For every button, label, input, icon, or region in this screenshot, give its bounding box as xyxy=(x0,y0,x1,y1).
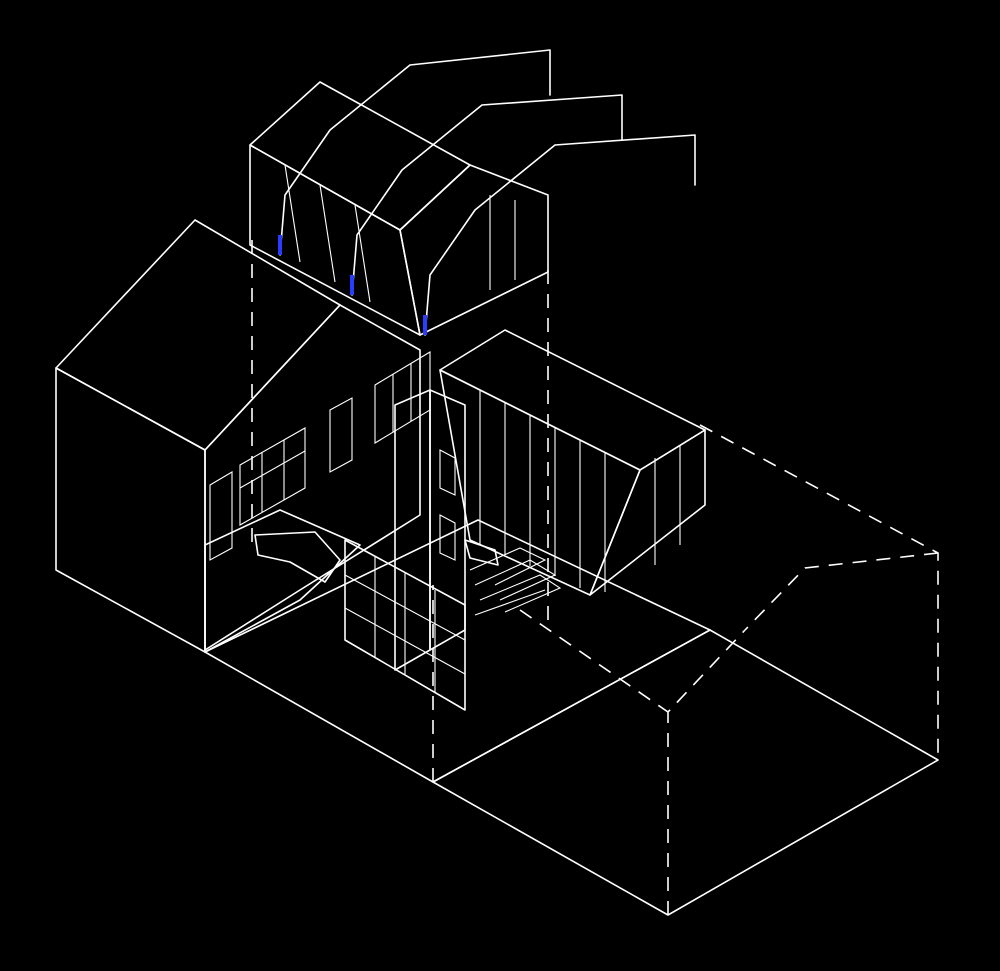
garden-plot xyxy=(432,629,939,916)
extension-end xyxy=(589,429,706,596)
house-window-upper xyxy=(374,351,431,444)
roof-module-side xyxy=(249,144,421,336)
roof-module-end xyxy=(399,164,549,336)
house-door xyxy=(209,471,233,561)
steel-frame-2 xyxy=(350,94,623,296)
house-roof-slope xyxy=(55,219,341,451)
existing-house xyxy=(55,219,431,653)
future-volume-outline xyxy=(251,240,939,915)
house-window-small xyxy=(329,397,353,473)
steel-frame-1 xyxy=(278,49,551,256)
extension-side xyxy=(439,369,641,596)
steel-frame-3 xyxy=(423,134,696,336)
roof-module xyxy=(249,81,549,336)
perforated-brick-screen xyxy=(344,539,466,711)
rear-extension xyxy=(439,329,706,596)
floor-decking xyxy=(469,547,562,616)
house-end-wall xyxy=(55,367,206,653)
steel-portal-frames xyxy=(278,49,696,336)
house-ground-floor xyxy=(204,509,361,653)
house-window-large xyxy=(239,427,306,526)
